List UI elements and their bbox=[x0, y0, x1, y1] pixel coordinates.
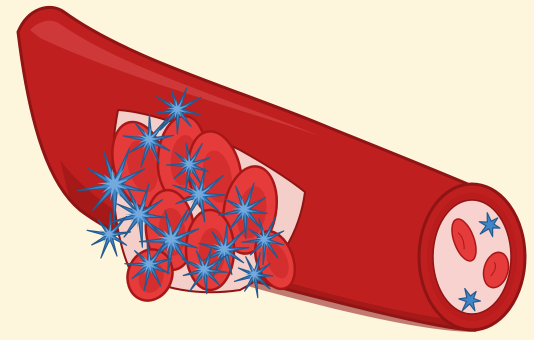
clot-svg bbox=[0, 0, 534, 340]
blood-clot-illustration bbox=[0, 0, 534, 340]
